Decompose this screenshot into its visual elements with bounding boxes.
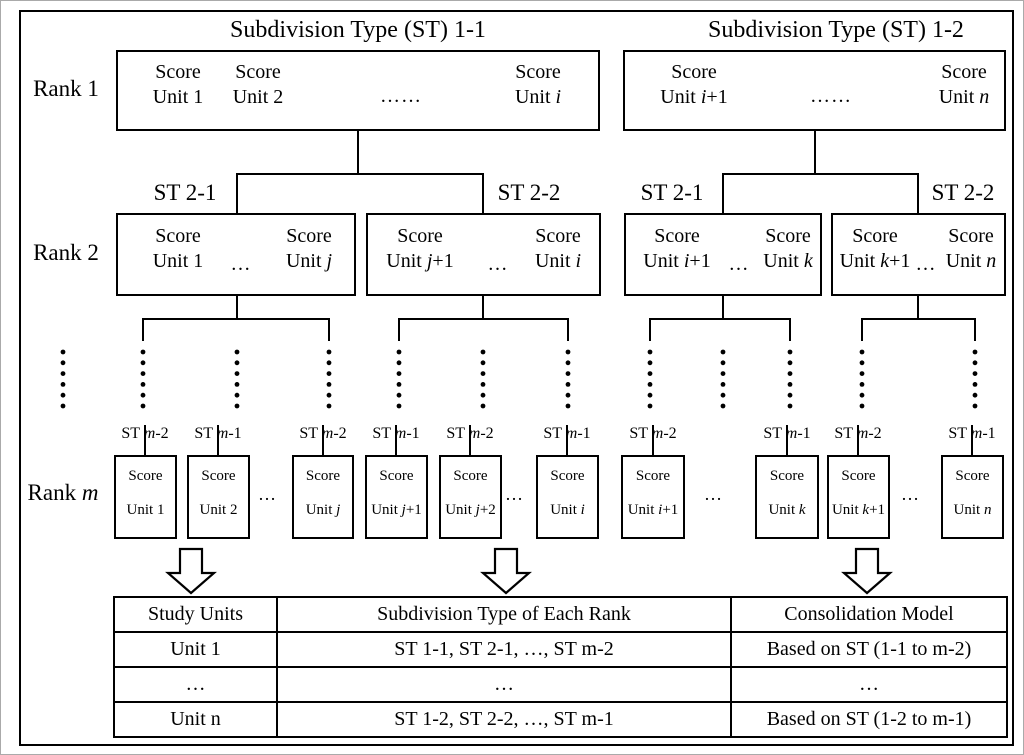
rank-2-label: Rank 2 — [33, 240, 99, 265]
st-m-2-label: ST m-2 — [299, 425, 347, 442]
cell-model: Based on ST (1-2 to m-1) — [730, 701, 1008, 738]
summary-table: Study Units Subdivision Type of Each Ran… — [113, 596, 1008, 738]
score-unit-cell: Score Unit i — [514, 61, 562, 108]
st-2-2-label: ST 2-2 — [931, 180, 995, 205]
rankm-score-box: Score Unit k+1 — [827, 455, 890, 539]
down-arrow-icon — [841, 547, 893, 595]
score-unit-cell: Score Unit 2 — [232, 61, 284, 108]
st-m-1-label: ST m-1 — [194, 425, 242, 442]
table-header-row: Study Units Subdivision Type of Each Ran… — [113, 596, 1008, 633]
score-unit-cell: Score Unit 1 — [152, 61, 204, 108]
score-unit-cell: Score Unit n — [938, 61, 990, 108]
subdivision-type-1-2-title: Subdivision Type (ST) 1-2 — [708, 17, 964, 43]
ellipsis: … — [704, 484, 722, 504]
rank2-box-st-2-1-left — [116, 213, 356, 296]
rank2-connectors — [142, 296, 976, 341]
rank-m-label: Rank m — [27, 480, 99, 505]
score-unit-cell: Score Unit j — [285, 225, 333, 272]
rank-1-label: Rank 1 — [33, 76, 99, 101]
score-unit-cell: Score Unit i — [534, 225, 582, 272]
ellipsis: … — [728, 253, 750, 275]
cell-unit: Unit 1 — [113, 631, 278, 668]
rank1-box-st-1-2 — [623, 50, 1006, 131]
header-consolidation-model: Consolidation Model — [730, 596, 1008, 633]
rank1-connectors — [236, 131, 919, 215]
score-unit-cell: Score Unit k+1 — [839, 225, 911, 272]
rank1-box-st-1-1 — [116, 50, 600, 131]
rankm-score-box: Score Unit j — [292, 455, 354, 539]
rankm-score-box: Score Unit i+1 — [621, 455, 685, 539]
rankm-score-box: Score Unit j+2 — [439, 455, 502, 539]
st-m-2-label: ST m-2 — [121, 425, 169, 442]
score-unit-cell: Score Unit j+1 — [386, 225, 454, 272]
subdivision-type-1-1-title: Subdivision Type (ST) 1-1 — [230, 17, 486, 43]
ellipsis: …… — [380, 85, 422, 107]
st-m-1-label: ST m-1 — [948, 425, 996, 442]
cell-st-list: … — [276, 666, 732, 703]
cell-st-list: ST 1-1, ST 2-1, …, ST m-2 — [276, 631, 732, 668]
header-subdivision-type: Subdivision Type of Each Rank — [276, 596, 732, 633]
cell-unit: Unit n — [113, 701, 278, 738]
st-m-2-label: ST m-2 — [834, 425, 882, 442]
ellipsis: … — [505, 484, 523, 504]
rankm-score-box: Score Unit n — [941, 455, 1004, 539]
ellipsis: … — [901, 484, 919, 504]
rankm-score-box: Score Unit 1 — [114, 455, 177, 539]
table-row: Unit n ST 1-2, ST 2-2, …, ST m-1 Based o… — [113, 701, 1008, 738]
cell-model: … — [730, 666, 1008, 703]
st-m-1-label: ST m-1 — [543, 425, 591, 442]
cell-model: Based on ST (1-1 to m-2) — [730, 631, 1008, 668]
rankm-connector-ticks — [144, 425, 973, 457]
st-m-2-label: ST m-2 — [629, 425, 677, 442]
vertical-ellipsis-dots — [60, 349, 978, 409]
down-arrow-icon — [480, 547, 532, 595]
st-2-1-label: ST 2-1 — [640, 180, 704, 205]
table-row: … … … — [113, 666, 1008, 703]
ellipsis: … — [258, 484, 276, 504]
rank2-box-st-2-2-right — [831, 213, 1006, 296]
cell-st-list: ST 1-2, ST 2-2, …, ST m-1 — [276, 701, 732, 738]
ellipsis: … — [487, 253, 509, 275]
st-m-2-label: ST m-2 — [446, 425, 494, 442]
cell-unit: … — [113, 666, 278, 703]
score-unit-cell: Score Unit k — [763, 225, 813, 272]
st-m-1-label: ST m-1 — [372, 425, 420, 442]
figure-border — [19, 10, 1014, 746]
st-2-1-label: ST 2-1 — [153, 180, 217, 205]
header-study-units: Study Units — [113, 596, 278, 633]
score-unit-cell: Score Unit n — [945, 225, 997, 272]
ellipsis: … — [230, 253, 252, 275]
table-row: Unit 1 ST 1-1, ST 2-1, …, ST m-2 Based o… — [113, 631, 1008, 668]
rankm-score-box: Score Unit 2 — [187, 455, 250, 539]
rankm-score-box: Score Unit i — [536, 455, 599, 539]
score-unit-cell: Score Unit i+1 — [660, 61, 728, 108]
rankm-score-box: Score Unit j+1 — [365, 455, 428, 539]
st-m-1-label: ST m-1 — [763, 425, 811, 442]
down-arrow-icon — [165, 547, 217, 595]
rank2-box-st-2-1-right — [624, 213, 822, 296]
st-2-2-label: ST 2-2 — [497, 180, 561, 205]
score-unit-cell: Score Unit i+1 — [643, 225, 711, 272]
ellipsis: … — [915, 253, 937, 275]
score-unit-cell: Score Unit 1 — [152, 225, 204, 272]
rank2-box-st-2-2-left — [366, 213, 601, 296]
down-arrow-icons — [165, 547, 893, 595]
rankm-score-box: Score Unit k — [755, 455, 819, 539]
ellipsis: …… — [810, 85, 852, 107]
